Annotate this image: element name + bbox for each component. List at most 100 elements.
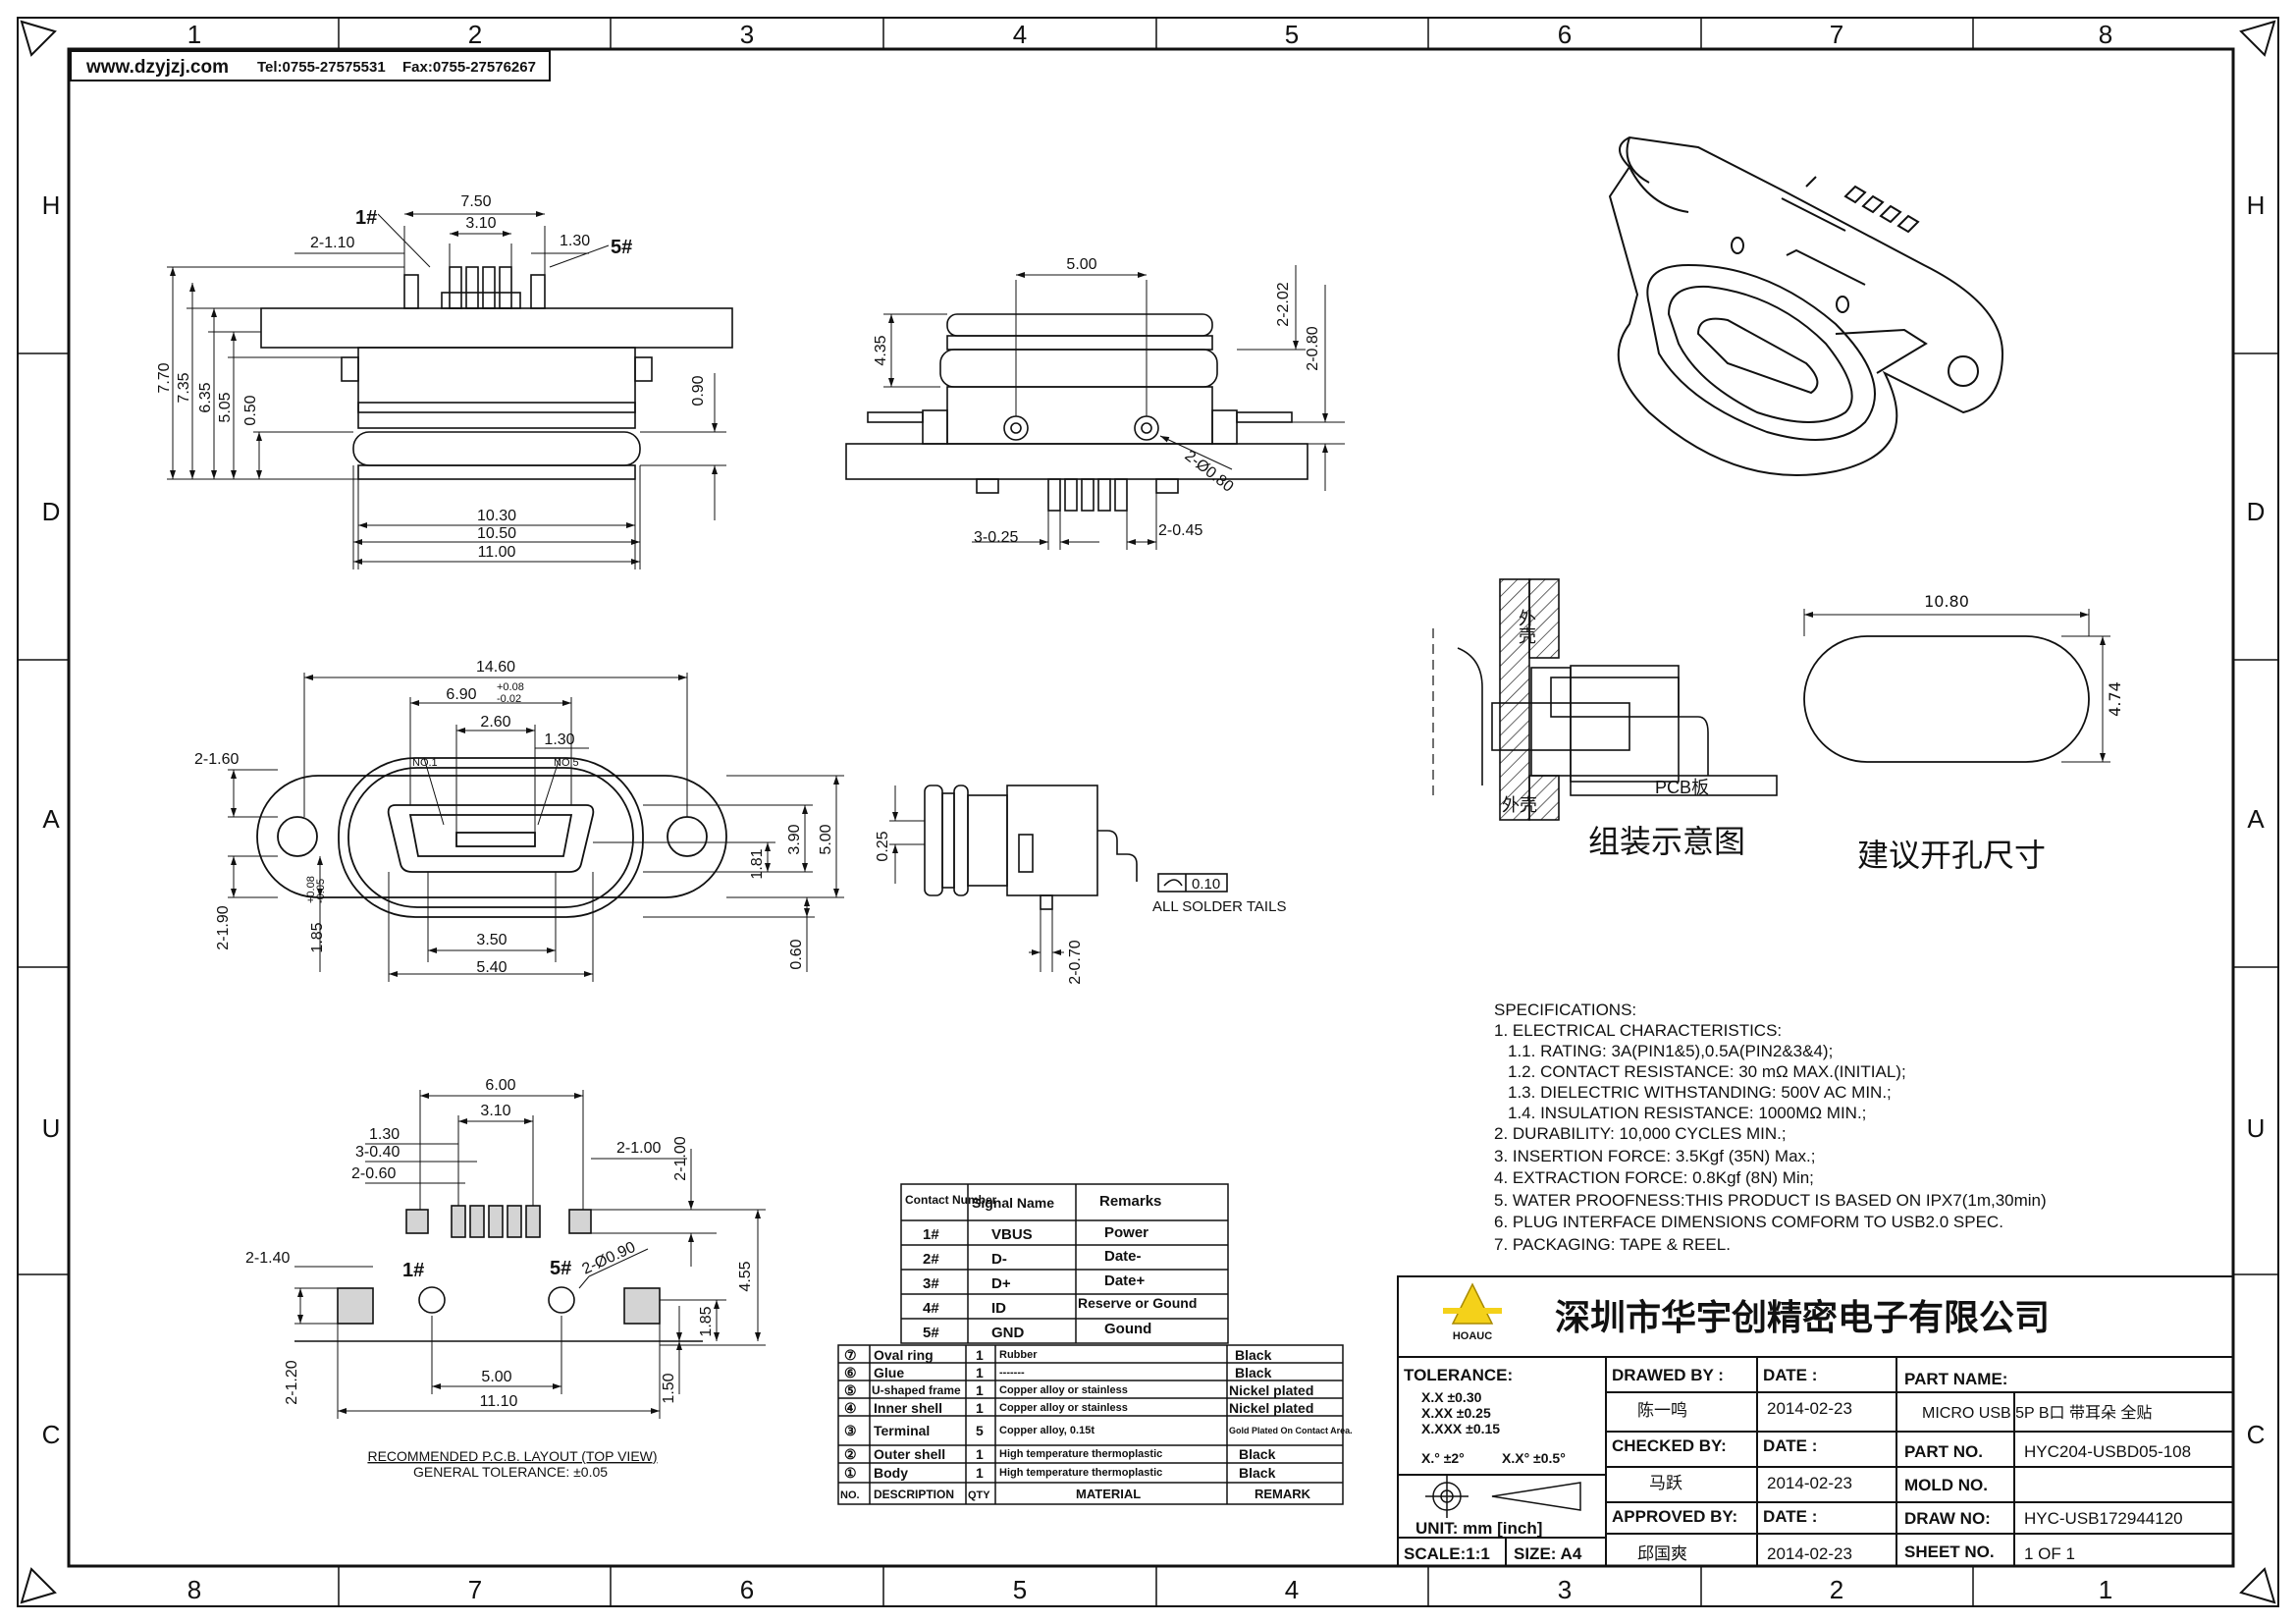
date-value: 2014-02-23	[1767, 1474, 1852, 1492]
dim-label: 7.35	[176, 372, 192, 403]
dim-label: 3-0.25	[974, 529, 1018, 546]
drawing-frame: 1 2 3 4 5 6 7 8 8 7 6 5 4 3 2 1 H D A U …	[17, 17, 2279, 1607]
cutout-labels: 10.80 4.74 建议开孔尺寸	[1857, 592, 2124, 873]
company-logo: HOAUC	[1443, 1282, 1502, 1342]
col-label-bottom: 4	[1285, 1575, 1299, 1604]
side-view	[845, 265, 1345, 550]
col-label-top: 6	[1558, 20, 1572, 49]
col-label-bottom: 5	[1013, 1575, 1027, 1604]
pcb-layout	[294, 1090, 766, 1419]
spec-line: 3. INSERTION FORCE: 3.5Kgf (35N) Max.;	[1494, 1147, 1816, 1165]
tolerance-value: X.XXX ±0.15	[1421, 1421, 1500, 1436]
row-label-right: D	[2247, 497, 2266, 526]
pin-cell: 3#	[923, 1275, 939, 1292]
bom-cell: 5	[976, 1423, 984, 1438]
dim-label: 2-0.80	[1305, 326, 1321, 370]
dim-label: 3.10	[480, 1103, 510, 1119]
row-label-left: D	[42, 497, 61, 526]
bom-cell: -------	[999, 1367, 1025, 1379]
tol-minus: -0.02	[497, 693, 521, 705]
approved-by-label: APPROVED BY:	[1612, 1507, 1737, 1526]
bom-cell: ⑤	[844, 1382, 857, 1398]
col-label-top: 7	[1830, 20, 1843, 49]
col-label-bottom: 1	[2099, 1575, 2112, 1604]
bom-header: QTY	[968, 1489, 990, 1501]
dim-label: 7.50	[460, 193, 491, 210]
bom-cell: Copper alloy or stainless	[999, 1402, 1128, 1414]
pin-cell: Date-	[1104, 1248, 1142, 1265]
col-label-top: 4	[1013, 20, 1027, 49]
dim-label: 4.35	[873, 335, 889, 365]
bom-header: MATERIAL	[1076, 1487, 1141, 1501]
dim-label: 0.90	[690, 375, 707, 406]
logo-text: HOAUC	[1453, 1330, 1492, 1342]
tolerance-value: X.° ±2°	[1421, 1450, 1465, 1466]
bom-cell: Glue	[874, 1365, 904, 1380]
dim-label: 3-0.40	[355, 1144, 400, 1161]
dim-label: 5.00	[818, 824, 834, 854]
tolerance-label: TOLERANCE:	[1404, 1366, 1513, 1384]
part-name-label: PART NAME:	[1904, 1370, 2007, 1388]
spec-line: 6. PLUG INTERFACE DIMENSIONS COMFORM TO …	[1494, 1213, 2003, 1231]
bom-cell: ⑥	[844, 1365, 857, 1380]
dim-label: 11.10	[480, 1393, 518, 1410]
drawn-by-label: DRAWED BY :	[1612, 1366, 1724, 1384]
row-label-right: A	[2247, 804, 2265, 834]
bom-cell: ②	[844, 1446, 857, 1462]
dim-label: 2-Ø0.90	[580, 1239, 639, 1278]
dim-label: 1.30	[544, 731, 574, 748]
bom-cell: 1	[976, 1382, 984, 1398]
pin-cell: VBUS	[991, 1226, 1033, 1243]
bom-cell: Nickel plated	[1229, 1382, 1313, 1398]
bom-cell: Outer shell	[874, 1446, 945, 1462]
bom-cell: Copper alloy or stainless	[999, 1384, 1128, 1396]
pin-cell: GND	[991, 1325, 1025, 1341]
title-block: HOAUC 深圳市华宇创精密电子有限公司 TOLERANCE: X.X ±0.3…	[1397, 1275, 2234, 1567]
dim-label: 2-1.60	[194, 751, 239, 768]
pin-cell: Power	[1104, 1224, 1148, 1241]
pin-table-header: Signal Name	[972, 1195, 1054, 1211]
pin-cell: 1#	[923, 1226, 939, 1243]
cutout-caption: 建议开孔尺寸	[1857, 838, 2046, 873]
col-label-bottom: 8	[187, 1575, 201, 1604]
part-no-label: PART NO.	[1904, 1442, 1983, 1461]
bom-header: DESCRIPTION	[874, 1488, 954, 1501]
size-label: SIZE: A4	[1514, 1544, 1582, 1563]
pin-cell: D+	[991, 1275, 1011, 1292]
bom-cell: ①	[844, 1465, 857, 1481]
col-label-top: 1	[187, 20, 201, 49]
flatness-value: 0.10	[1192, 876, 1220, 893]
dim-label: 2-Ø0.80	[1182, 448, 1237, 496]
bom-cell: 1	[976, 1446, 984, 1462]
bom-cell: U-shaped frame	[872, 1383, 961, 1397]
date-value: 2014-02-23	[1767, 1399, 1852, 1418]
tol-plus: +0.08	[497, 681, 524, 693]
col-label-top: 8	[2099, 20, 2112, 49]
pin1-marker: 1#	[402, 1260, 424, 1281]
no1-label: NO.1	[412, 757, 438, 769]
pin-table-header: Contact Number	[905, 1193, 997, 1207]
assembly-caption: 组装示意图	[1588, 824, 1745, 859]
dim-label: 1.30	[560, 233, 590, 249]
front-view-labels: 14.60 6.90 +0.08 -0.02 2.60 1.30 NO.1 NO…	[194, 659, 834, 976]
col-label-top: 3	[740, 20, 754, 49]
website-link[interactable]: www.dzyjzj.com	[85, 57, 229, 78]
bom-cell: 1	[976, 1465, 984, 1481]
dim-label: 0.25	[875, 831, 891, 861]
tolerance-value: X.X° ±0.5°	[1502, 1450, 1566, 1466]
pin-cell: Reserve or Gound	[1078, 1295, 1197, 1311]
bom-table: ⑦ Oval ring 1 Rubber Black ⑥ Glue 1 ----…	[837, 1344, 1353, 1505]
dim-label: 6.00	[485, 1077, 515, 1094]
specifications: SPECIFICATIONS: 1. ELECTRICAL CHARACTERI…	[1494, 1001, 2047, 1254]
dim-label: 3.10	[465, 215, 496, 232]
pin-cell: Date+	[1104, 1272, 1146, 1289]
bom-cell: Black	[1239, 1446, 1276, 1462]
spec-line: 1.1. RATING: 3A(PIN1&5),0.5A(PIN2&3&4);	[1508, 1042, 1833, 1060]
scale-label: SCALE:1:1	[1404, 1544, 1490, 1563]
date-label: DATE :	[1763, 1366, 1817, 1384]
dim-label: 2-1.90	[215, 905, 232, 949]
dim-label: 10.50	[477, 525, 516, 542]
bom-cell: Black	[1235, 1347, 1272, 1363]
drawn-by: 陈一鸣	[1637, 1401, 1687, 1420]
spec-line: 5. WATER PROOFNESS:THIS PRODUCT IS BASED…	[1494, 1191, 2047, 1210]
